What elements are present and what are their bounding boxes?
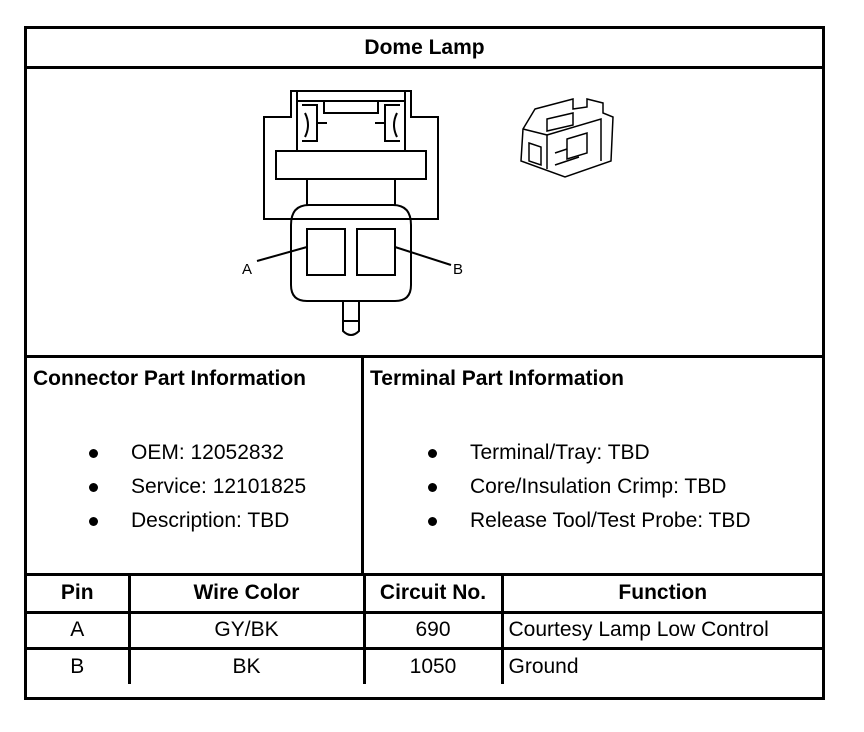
bullet-icon xyxy=(428,483,437,492)
cavity-b xyxy=(356,228,396,276)
connector-part-information: Connector Part Information OEM: 12052832… xyxy=(27,358,364,576)
bullet-icon xyxy=(89,449,98,458)
circuit-no-cell: 1050 xyxy=(362,646,504,684)
pin-a-label: A xyxy=(242,261,252,278)
connector-info-heading: Connector Part Information xyxy=(33,367,307,390)
cavity-a xyxy=(306,228,346,276)
pin-table: Pin Wire Color Circuit No. Function A GY… xyxy=(27,576,822,684)
bullet-icon xyxy=(428,449,437,458)
connector-info-list: OEM: 12052832 Service: 12101825 Descript… xyxy=(89,436,306,538)
connector-drawing: A B xyxy=(27,69,822,358)
bullet-icon xyxy=(428,517,437,526)
table-row: A GY/BK 690 Courtesy Lamp Low Control xyxy=(27,610,822,650)
function-cell: Ground xyxy=(500,646,822,684)
pin-cell: B xyxy=(27,646,131,684)
column-header-function: Function xyxy=(500,576,822,614)
list-item: Release Tool/Test Probe: TBD xyxy=(428,504,751,538)
bullet-icon xyxy=(89,517,98,526)
sheet-title: Dome Lamp xyxy=(27,29,822,69)
column-header-circuit-no: Circuit No. xyxy=(362,576,504,614)
connector-mating-face xyxy=(290,204,412,302)
connector-face-view: A B xyxy=(242,90,614,336)
list-item: Description: TBD xyxy=(89,504,306,538)
table-row: B BK 1050 Ground xyxy=(27,646,822,684)
connector-sheet: Dome Lamp xyxy=(24,26,825,700)
terminal-part-information: Terminal Part Information Terminal/Tray:… xyxy=(364,358,822,576)
terminal-info-list: Terminal/Tray: TBD Core/Insulation Crimp… xyxy=(428,436,751,538)
column-header-pin: Pin xyxy=(27,576,131,614)
list-item: Terminal/Tray: TBD xyxy=(428,436,751,470)
list-item: Core/Insulation Crimp: TBD xyxy=(428,470,751,504)
connector-housing-outline xyxy=(263,90,439,220)
connector-key xyxy=(342,301,360,336)
connector-crossbar xyxy=(275,150,427,180)
list-item: OEM: 12052832 xyxy=(89,436,306,470)
list-item: Service: 12101825 xyxy=(89,470,306,504)
bullet-icon xyxy=(89,483,98,492)
table-header-row: Pin Wire Color Circuit No. Function xyxy=(27,576,822,614)
function-cell: Courtesy Lamp Low Control xyxy=(500,610,822,650)
column-header-wire-color: Wire Color xyxy=(127,576,366,614)
terminal-info-heading: Terminal Part Information xyxy=(370,367,624,390)
pin-cell: A xyxy=(27,610,131,650)
circuit-no-cell: 690 xyxy=(362,610,504,650)
wire-color-cell: GY/BK xyxy=(127,610,366,650)
connector-isometric-view xyxy=(520,98,614,178)
wire-color-cell: BK xyxy=(127,646,366,684)
pin-b-label: B xyxy=(453,261,463,278)
